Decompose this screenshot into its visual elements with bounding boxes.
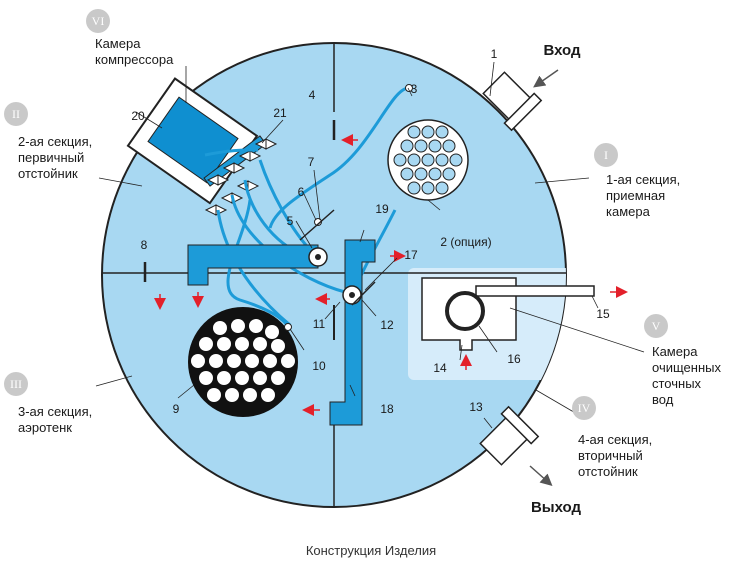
number-14: 14 [433, 361, 447, 375]
roman-iii: III [10, 377, 22, 391]
number-18: 18 [380, 402, 394, 416]
label-clean-2: очищенных [652, 360, 721, 375]
label-fourth-3: отстойник [578, 464, 638, 479]
label-first-3: камера [606, 204, 651, 219]
roman-iv: IV [578, 401, 591, 415]
io-arrows [529, 69, 559, 486]
label-clean-4: вод [652, 392, 674, 407]
number-12: 12 [380, 318, 394, 332]
number-13: 13 [469, 400, 483, 414]
label-second-1: 2-ая секция, [18, 134, 92, 149]
label-second-2: первичный [18, 150, 84, 165]
flow-arrows [154, 134, 628, 416]
roman-v: V [652, 319, 661, 333]
outlet-pipe-15 [475, 285, 595, 297]
label-first-2: приемная [606, 188, 665, 203]
leader-lines [95, 61, 645, 429]
label-clean-1: Камера [652, 344, 698, 359]
roman-vi: VI [92, 14, 105, 28]
figure-caption: Конструкция Изделия [306, 543, 436, 558]
number-1: 1 [491, 47, 498, 61]
number-2: 2 (опция) [440, 235, 491, 249]
outlet-label: Выход [531, 499, 582, 516]
label-second-3: отстойник [18, 166, 78, 181]
inlet-nozzle [482, 71, 543, 132]
number-9: 9 [173, 402, 180, 416]
baffle-12 [351, 281, 376, 306]
number-19: 19 [375, 202, 389, 216]
roman-ii: II [12, 107, 20, 121]
number-5: 5 [287, 214, 294, 228]
roman-i: I [604, 148, 608, 162]
bio-load [188, 307, 298, 417]
aerator-manifold [203, 135, 278, 216]
pro-badge: ПРО+ [570, 354, 611, 371]
number-16: 16 [507, 352, 521, 366]
outlet-float-16 [445, 291, 485, 331]
number-7: 7 [308, 155, 315, 169]
inlet-label: Вход [543, 42, 581, 59]
label-third-2: аэротенк [18, 420, 72, 435]
label-first-1: 1-ая секция, [606, 172, 680, 187]
label-compressor-2: компрессора [95, 52, 174, 67]
number-20: 20 [131, 109, 145, 123]
number-3: 3 [411, 82, 418, 96]
outlet-nozzle [479, 405, 540, 466]
label-fourth-1: 4-ая секция, [578, 432, 652, 447]
label-third-1: 3-ая секция, [18, 404, 92, 419]
label-fourth-2: вторичный [578, 448, 643, 463]
label-clean-3: сточных [652, 376, 702, 391]
roman-badges: VI II I III V IV [4, 9, 668, 420]
number-21: 21 [273, 106, 287, 120]
sensor-10 [284, 323, 292, 331]
number-17: 17 [404, 248, 418, 262]
inlet-filter [387, 119, 469, 201]
clean-water-chamber [421, 277, 595, 351]
number-6: 6 [298, 185, 305, 199]
number-8: 8 [141, 238, 148, 252]
pipe-airlift-left [187, 244, 319, 286]
pipe-airlift-18 [329, 239, 376, 426]
component-numbers: 1 2 (опция) 3 4 5 6 7 8 9 10 11 12 13 14… [131, 47, 610, 416]
number-11: 11 [313, 317, 326, 331]
number-10: 10 [312, 359, 326, 373]
number-4: 4 [309, 88, 316, 102]
compressor-unit [147, 96, 239, 184]
sensor-3 [405, 84, 413, 92]
label-compressor-1: Камера [95, 36, 141, 51]
baffle-7 [299, 209, 335, 241]
number-15: 15 [596, 307, 610, 321]
